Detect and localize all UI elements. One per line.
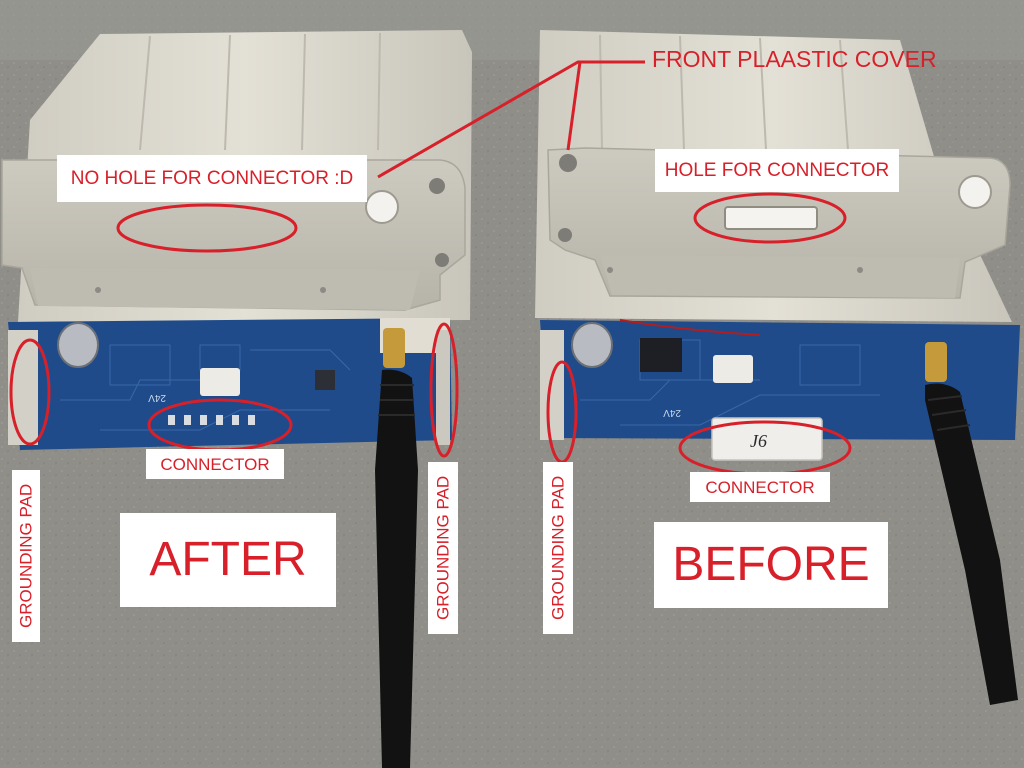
no-hole-label: NO HOLE FOR CONNECTOR :D (57, 155, 367, 202)
left-small-connector (200, 368, 240, 396)
left-cover-flange (30, 268, 420, 310)
highlight-no-hole (116, 203, 298, 253)
highlight-hole (693, 192, 847, 244)
annotation-pointer-line (377, 60, 645, 179)
grounding-pad-left-inner-label: GROUNDING PAD (428, 462, 458, 634)
left-cover-hole-large (365, 190, 399, 224)
highlight-grounding-left-inner (429, 322, 459, 458)
after-label: AFTER (120, 513, 336, 607)
right-antenna-base (925, 342, 947, 382)
highlight-grounding-left (9, 338, 51, 446)
grounding-pad-left-outer-label: GROUNDING PAD (12, 470, 40, 642)
grounding-pad-right-label: GROUNDING PAD (543, 462, 573, 634)
left-antenna (375, 369, 418, 768)
right-cover-flange (600, 255, 960, 298)
connector-left-label: CONNECTOR (146, 449, 284, 479)
before-label: BEFORE (654, 522, 888, 608)
pcb-voltage-right: 24V (663, 407, 681, 418)
right-capacitor (571, 322, 613, 368)
right-small-connector (713, 355, 753, 383)
front-plastic-cover-label: FRONT PLAASTIC COVER (652, 46, 937, 72)
right-antenna (925, 383, 1018, 705)
left-solder-pads (168, 415, 255, 425)
right-cover-hole-large (958, 175, 992, 209)
right-main-connector (711, 417, 823, 461)
pcb-voltage-left: 24V (148, 392, 166, 403)
left-capacitor (57, 322, 99, 368)
pcb-connector-marking: J6 (750, 431, 767, 451)
right-relay (640, 338, 682, 372)
left-antenna-base (383, 328, 405, 368)
right-cover-connector-hole (724, 206, 818, 230)
connector-right-label: CONNECTOR (690, 472, 830, 502)
hole-for-connector-label: HOLE FOR CONNECTOR (655, 149, 899, 192)
